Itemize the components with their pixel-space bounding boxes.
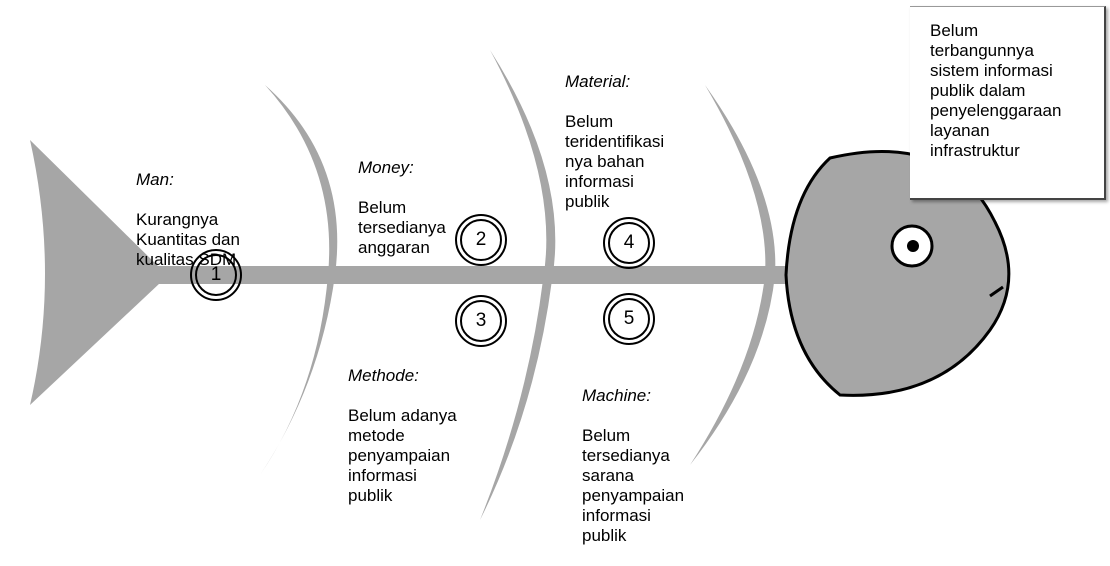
cause-material: Material: Belum teridentifikasi nya baha… bbox=[565, 52, 664, 232]
cause-category: Material: bbox=[565, 72, 631, 91]
cause-description: Belum tersedianya anggaran bbox=[358, 198, 446, 257]
cause-description: Belum teridentifikasi nya bahan informas… bbox=[565, 112, 665, 211]
cause-money: Money: Belum tersedianya anggaran bbox=[358, 138, 446, 278]
badge-number: 3 bbox=[475, 310, 487, 331]
cause-description: Belum tersedianya sarana penyampaian inf… bbox=[582, 426, 685, 545]
rib-2 bbox=[480, 50, 556, 520]
cause-badge-4: 4 bbox=[603, 217, 655, 269]
cause-methode: Methode: Belum adanya metode penyampaian… bbox=[348, 346, 457, 526]
fish-mouth bbox=[989, 285, 1004, 298]
cause-category: Methode: bbox=[348, 366, 419, 385]
badge-number: 5 bbox=[623, 308, 635, 329]
fish-tail bbox=[30, 140, 160, 405]
badge-number: 4 bbox=[623, 232, 635, 253]
fish-spine bbox=[150, 266, 820, 284]
rib-3 bbox=[690, 85, 776, 465]
cause-badge-3: 3 bbox=[455, 295, 507, 347]
cause-badge-2: 2 bbox=[455, 214, 507, 266]
cause-category: Money: bbox=[358, 158, 414, 177]
cause-badge-5: 5 bbox=[603, 293, 655, 345]
cause-category: Man: bbox=[136, 170, 174, 189]
problem-statement-box: Belum terbangunnya sistem informasi publ… bbox=[910, 6, 1106, 200]
cause-description: Belum adanya metode penyampaian informas… bbox=[348, 406, 457, 505]
fish-pupil bbox=[907, 240, 919, 252]
badge-number: 2 bbox=[475, 229, 487, 250]
cause-machine: Machine: Belum tersedianya sarana penyam… bbox=[582, 366, 684, 566]
cause-category: Machine: bbox=[582, 386, 651, 405]
cause-badge-1: 1 bbox=[190, 249, 242, 301]
badge-number: 1 bbox=[210, 264, 222, 285]
